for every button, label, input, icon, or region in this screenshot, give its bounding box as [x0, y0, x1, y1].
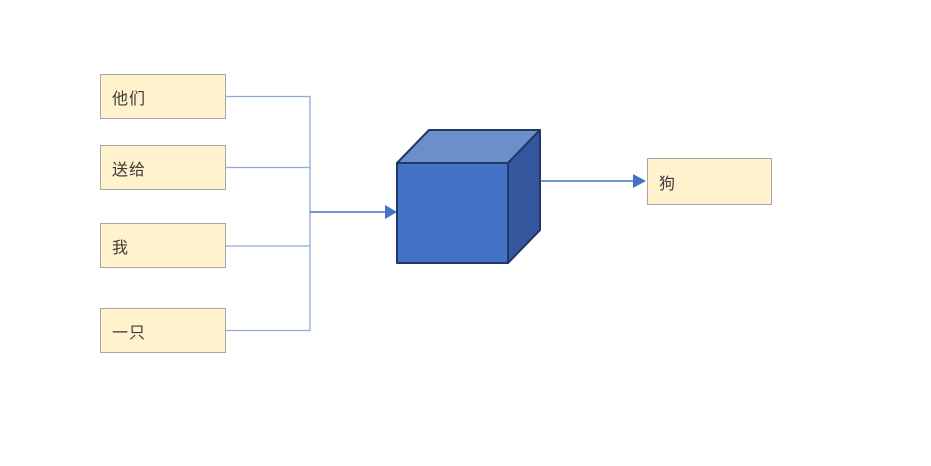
cube-front-face: [396, 162, 509, 264]
output-word-box: 狗: [647, 158, 772, 205]
input-word-label-1: 他们: [112, 90, 147, 108]
input-word-box-1: 他们: [100, 74, 226, 119]
input-word-label-4: 一只: [112, 324, 147, 342]
cube-shape: [396, 129, 541, 264]
arrowhead-to-cube-icon: [385, 205, 397, 219]
input-word-box-3: 我: [100, 223, 226, 268]
arrowhead-to-output-icon: [633, 174, 646, 188]
input-word-box-2: 送给: [100, 145, 226, 190]
input-word-label-3: 我: [112, 239, 130, 257]
input-word-label-2: 送给: [112, 161, 147, 179]
input-word-box-4: 一只: [100, 308, 226, 353]
output-word-label: 狗: [659, 175, 677, 193]
